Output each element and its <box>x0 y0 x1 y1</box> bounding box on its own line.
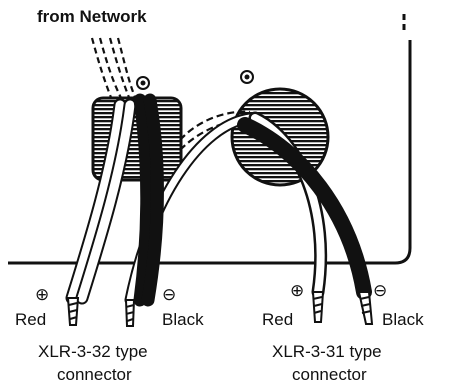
right-black-wire <box>237 117 372 300</box>
mount-screw-left <box>136 76 150 90</box>
left-caption-line1: XLR-3-32 type <box>38 342 148 361</box>
from-network-label: from Network <box>37 7 147 26</box>
right-wire-tips <box>311 291 374 325</box>
network-cables <box>90 37 138 101</box>
panel-outline <box>8 14 412 265</box>
right-caption-line1: XLR-3-31 type <box>272 342 382 361</box>
right-minus-symbol: ⊖ <box>373 281 387 301</box>
left-caption-line2: connector <box>57 365 132 384</box>
right-plus-symbol: ⊕ <box>290 281 304 301</box>
left-minus-symbol: ⊖ <box>162 285 176 305</box>
left-wire-tips <box>66 297 136 327</box>
right-red-label: Red <box>262 310 293 329</box>
left-red-label: Red <box>15 310 46 329</box>
mount-screw-right <box>240 70 254 84</box>
left-black-wires <box>133 93 164 307</box>
left-black-label: Black <box>162 310 204 329</box>
right-black-label: Black <box>382 310 424 329</box>
left-plus-symbol: ⊕ <box>35 285 49 305</box>
right-caption-line2: connector <box>292 365 367 384</box>
